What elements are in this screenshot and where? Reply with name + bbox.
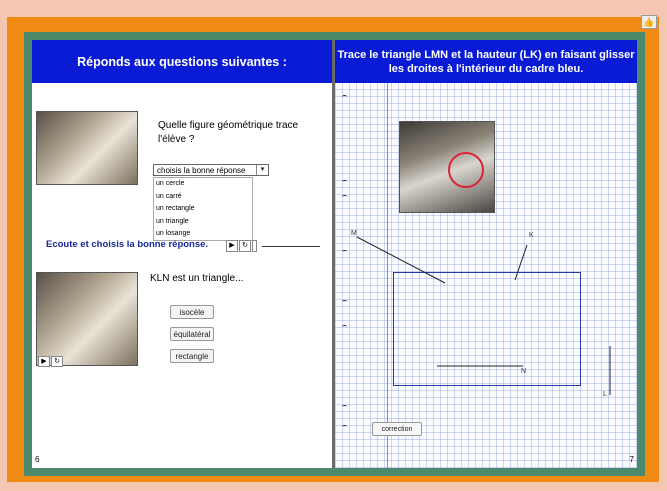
play-icon[interactable]: ▶ <box>38 356 50 367</box>
option-item[interactable]: un carré <box>156 192 182 200</box>
page-number-right: 7 <box>629 455 634 464</box>
answer-rectangle-button[interactable]: rectangle <box>170 349 214 363</box>
replay-icon[interactable]: ↻ <box>239 240 251 252</box>
binder-hole <box>342 425 347 429</box>
option-item[interactable]: un cercle <box>156 180 185 187</box>
label-l: L <box>603 391 607 398</box>
binder-hole <box>342 325 347 329</box>
drawing-lines[interactable] <box>335 40 637 468</box>
option-item[interactable]: un triangle <box>156 217 189 225</box>
answer-options-list[interactable]: un cercle un carré un rectangle un trian… <box>153 177 253 241</box>
replay-icon[interactable]: ↻ <box>51 356 63 367</box>
binder-hole <box>342 250 347 254</box>
answer-select-value: choisis la bonne réponse <box>157 166 246 175</box>
draggable-line-k[interactable] <box>514 244 528 281</box>
classroom-photo <box>399 121 495 213</box>
binder-hole <box>342 95 347 99</box>
question-1: Quelle figure géométrique trace l'élève … <box>158 120 299 145</box>
draggable-line-m[interactable] <box>356 236 446 284</box>
label-n: N <box>521 368 527 375</box>
option-item[interactable]: un rectangle <box>156 205 195 213</box>
book: Réponds aux questions suivantes : Quelle… <box>24 32 645 476</box>
label-k: K <box>529 232 534 239</box>
thumbs-up-icon[interactable]: 👍 <box>641 15 657 29</box>
audio-player: ▶ ↻ <box>226 240 320 252</box>
label-m: M <box>351 230 357 237</box>
right-page: Trace le triangle LMN et la hauteur (LK)… <box>335 40 637 468</box>
listen-instruction: Ecoute et choisis la bonne réponse. <box>46 239 209 250</box>
binder-hole <box>342 300 347 304</box>
highlight-circle <box>448 152 484 188</box>
student-photo-2 <box>36 272 138 366</box>
option-item[interactable]: un losange <box>156 230 191 238</box>
correction-button[interactable]: correction <box>372 422 422 436</box>
answer-isocele-button[interactable]: isocèle <box>170 305 214 319</box>
drawing-frame[interactable] <box>393 272 581 386</box>
audio-progress-track[interactable] <box>262 245 320 247</box>
chevron-down-icon[interactable]: ▾ <box>256 165 268 175</box>
book-spine <box>332 40 335 468</box>
video-controls: ▶ ↻ <box>38 356 63 367</box>
binder-hole <box>342 405 347 409</box>
right-page-header: Trace le triangle LMN et la hauteur (LK)… <box>335 40 637 83</box>
page-number-left: 6 <box>35 455 40 464</box>
answer-select[interactable]: choisis la bonne réponse ▾ <box>153 164 269 176</box>
left-page-header: Réponds aux questions suivantes : <box>32 40 332 83</box>
binder-hole <box>342 195 347 199</box>
answer-equilateral-button[interactable]: équilatéral <box>170 327 214 341</box>
student-photo-1 <box>36 111 138 185</box>
audio-slider-handle[interactable] <box>252 240 257 252</box>
left-page: Réponds aux questions suivantes : Quelle… <box>32 40 332 468</box>
margin-line <box>387 40 388 468</box>
question-2: KLN est un triangle... <box>150 273 244 284</box>
play-icon[interactable]: ▶ <box>226 240 238 252</box>
binder-hole <box>342 180 347 184</box>
